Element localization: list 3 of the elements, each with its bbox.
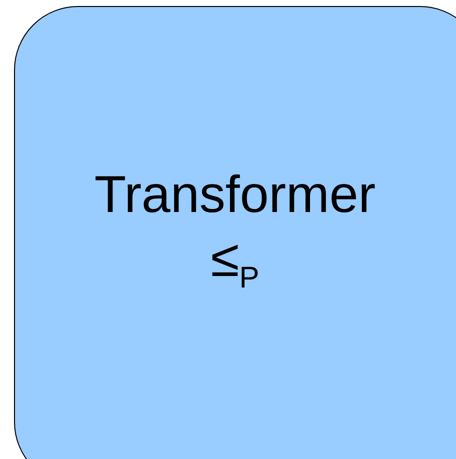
node-title: Transformer xyxy=(93,165,377,225)
rounded-box xyxy=(14,6,456,459)
relation-symbol: ≤$_{P}$ xyxy=(210,229,260,296)
